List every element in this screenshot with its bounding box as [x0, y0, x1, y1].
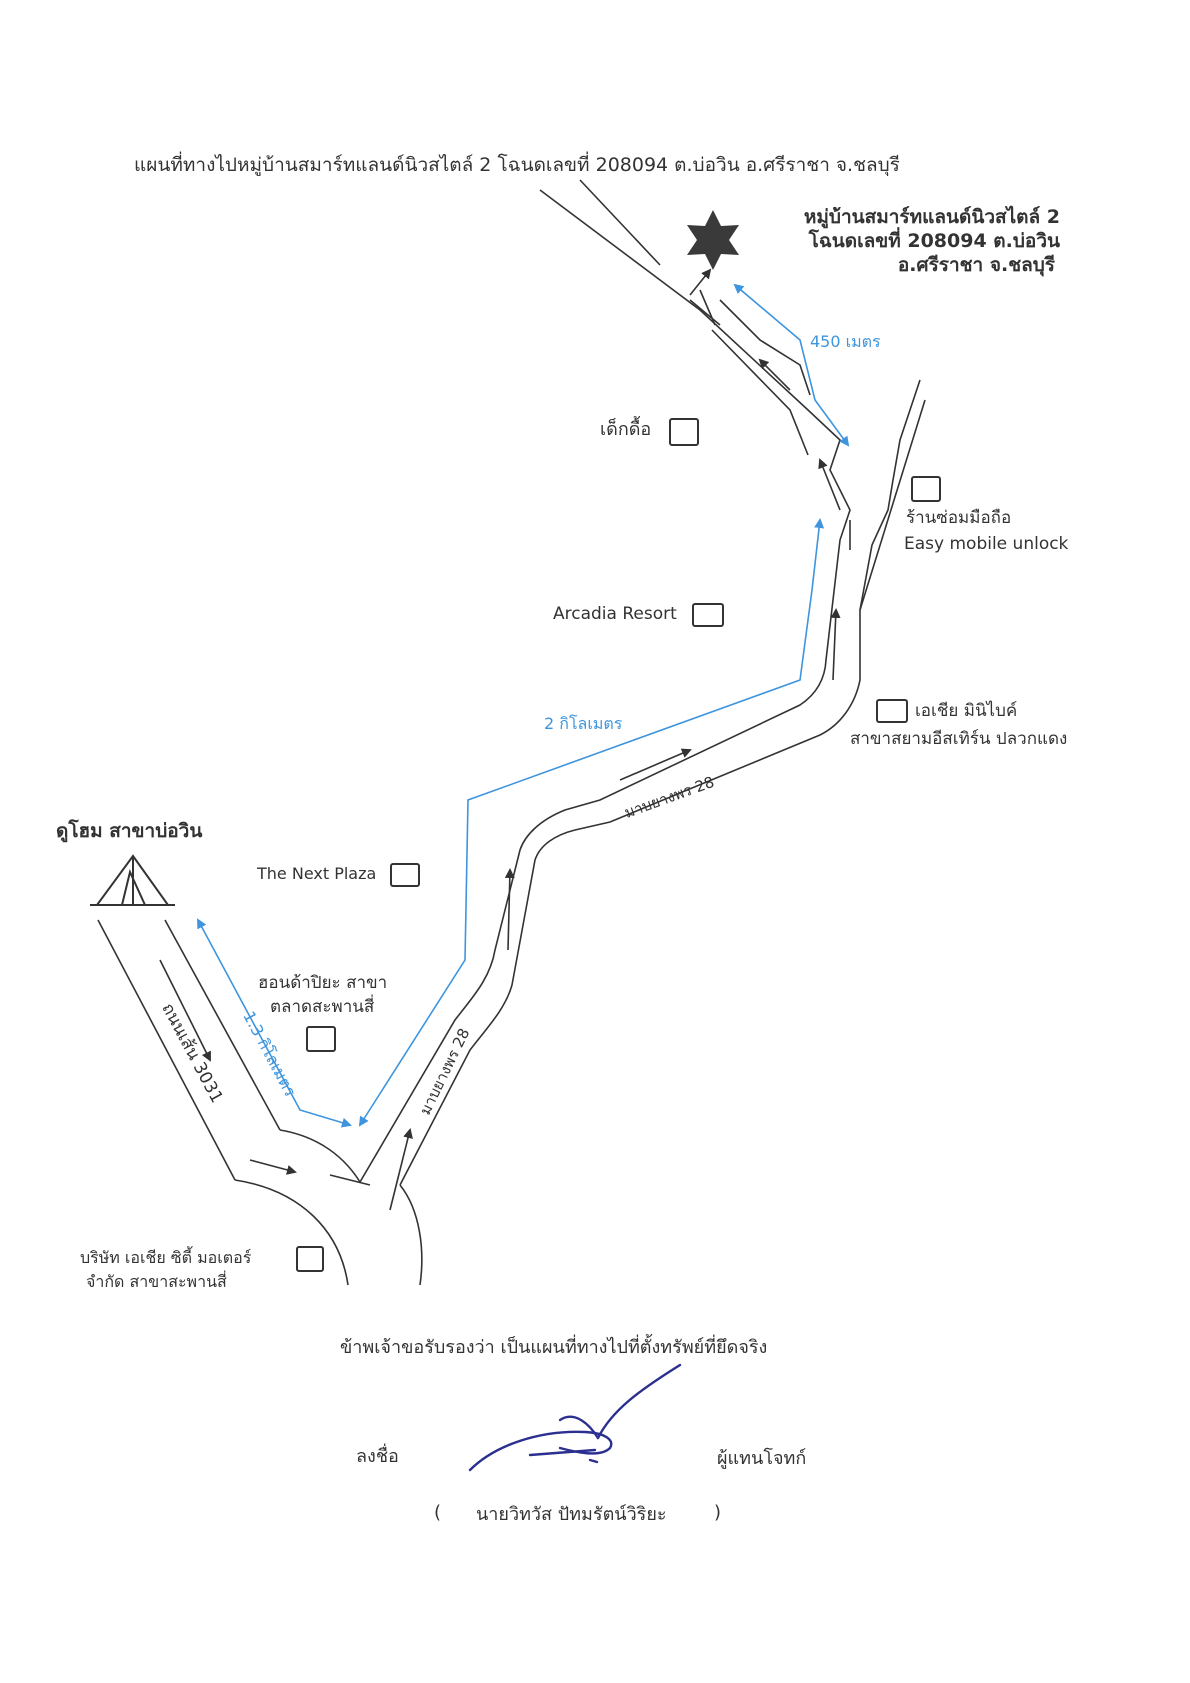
landmark-honda-marker — [306, 1026, 336, 1052]
road-mab-yang-phon-28 — [359, 179, 926, 1186]
landmark-asia-minibike-label-2: สาขาสยามอีสเทิร์น ปลวกแดง — [850, 729, 1068, 749]
distance-2km: 2 กิโลเมตร — [544, 714, 623, 733]
landmark-honda-label-2: ตลาดสะพานสี่ — [270, 997, 375, 1017]
distance-lines — [197, 283, 850, 1128]
destination-line-1: หมู่บ้านสมาร์ทแลนด์นิวสไตล์ 2 — [803, 206, 1060, 228]
open-paren: ( — [434, 1502, 442, 1523]
tent-icon — [90, 854, 175, 906]
destination-line-3: อ.ศรีราชา จ.ชลบุรี — [897, 254, 1055, 276]
start-label: ดูโฮม สาขาบ่อวิน — [56, 820, 203, 842]
distance-line-3 — [733, 283, 850, 447]
landmark-phone-shop-label-2: Easy mobile unlock — [904, 534, 1069, 554]
sign-label: ลงชื่อ — [356, 1446, 399, 1467]
landmark-next-plaza-label: The Next Plaza — [257, 864, 377, 883]
certification-statement: ข้าพเจ้าขอรับรองว่า เป็นแผนที่ทางไปที่ตั… — [340, 1337, 768, 1358]
distance-line-1 — [197, 918, 352, 1128]
distance-450m: 450 เมตร — [810, 332, 881, 351]
landmark-asia-minibike-label-1: เอเชีย มินิไบค์ — [915, 701, 1018, 721]
landmark-honda-label-1: ฮอนด้าปิยะ สาขา — [258, 973, 388, 993]
page-title: แผนที่ทางไปหมู่บ้านสมาร์ทแลนด์นิวสไตล์ 2… — [134, 154, 900, 176]
landmark-arcadia-label: Arcadia Resort — [553, 604, 677, 624]
landmark-arcadia-marker — [692, 603, 724, 627]
direction-arrows — [159, 268, 851, 1211]
landmark-asia-city-label-2: จำกัด สาขาสะพานสี่ — [86, 1272, 227, 1291]
distance-line-2 — [358, 518, 825, 1127]
landmark-phone-shop-marker — [911, 476, 941, 502]
landmark-next-plaza-marker — [390, 863, 420, 887]
landmark-phone-shop-label-1: ร้านซ่อมมือถือ — [906, 508, 1012, 528]
signature — [468, 1363, 682, 1472]
close-paren: ) — [714, 1502, 722, 1523]
landmark-dekdue-label: เด็กดื้อ — [600, 419, 652, 440]
landmark-asia-city-label-1: บริษัท เอเชีย ซิตี้ มอเตอร์ — [80, 1248, 252, 1267]
signer-role: ผู้แทนโจทก์ — [717, 1448, 807, 1469]
landmark-asia-minibike-marker — [876, 699, 908, 723]
signer-name: นายวิทวัส ปัทมรัตน์วิริยะ — [476, 1504, 667, 1525]
star-icon — [687, 210, 739, 270]
road-village-access — [699, 289, 811, 456]
landmark-dekdue-marker — [669, 418, 699, 446]
landmark-asia-city-marker — [296, 1246, 324, 1272]
destination-line-2: โฉนดเลขที่ 208094 ต.บ่อวิน — [808, 230, 1060, 252]
